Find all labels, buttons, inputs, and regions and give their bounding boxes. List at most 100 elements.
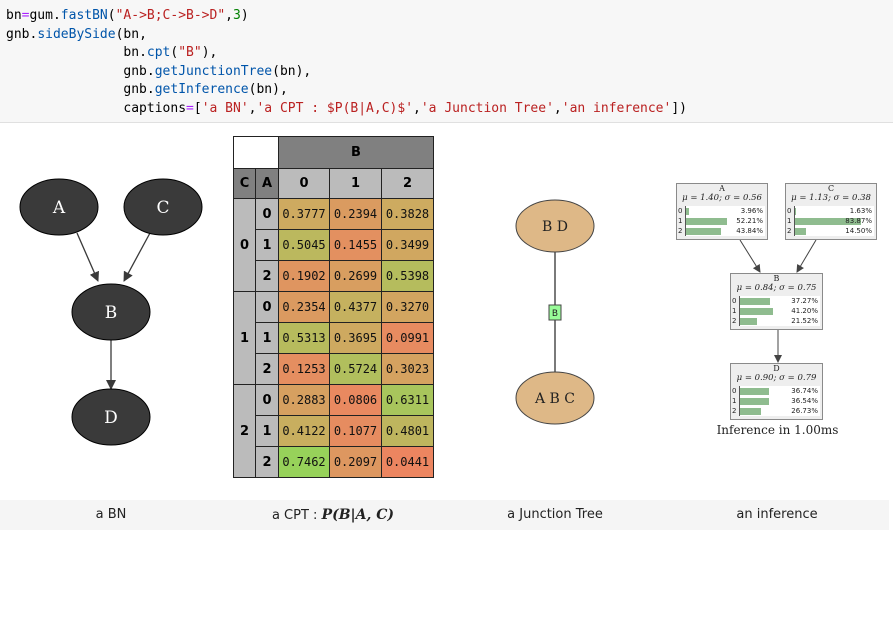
cpt-c-value: 1 <box>233 291 256 385</box>
inference-node-stat: μ = 1.40; σ = 0.56 <box>682 193 762 203</box>
jt-clique-bd[interactable]: B D <box>515 199 595 253</box>
inference-bar-label: 2 <box>678 227 683 235</box>
inference-bar <box>686 217 728 225</box>
code-cell[interactable]: bn=gum.fastBN("A->B;C->B->D",3) gnb.side… <box>0 0 893 123</box>
inference-bar-row: 2 43.84% <box>678 226 765 236</box>
svg-text:B: B <box>105 303 118 323</box>
cpt-target-header: B <box>278 136 434 169</box>
cpt-a-value: 1 <box>255 229 279 261</box>
inference-bar-pct: 41.20% <box>791 307 818 315</box>
cpt-cell: 0.3695 <box>329 322 382 354</box>
inference-bar <box>795 207 797 215</box>
inference-bar <box>795 227 807 235</box>
caption-inference: an inference <box>736 507 818 522</box>
inference-bar-label: 2 <box>732 407 737 415</box>
inf-edge-a-b <box>739 239 761 273</box>
cpt-cell: 0.5045 <box>278 229 330 261</box>
inference-bar <box>740 297 770 305</box>
inference-node-title: D <box>773 364 780 373</box>
edge-c-b <box>123 232 151 282</box>
inference-bar-pct: 21.52% <box>791 317 818 325</box>
cpt-cell: 0.5724 <box>329 353 382 385</box>
svg-text:B D: B D <box>542 219 568 235</box>
inference-bar-pct: 1.63% <box>849 207 872 215</box>
inference-bar-row: 0 37.27% <box>732 296 820 306</box>
inference-node-stat: μ = 0.90; σ = 0.79 <box>736 373 817 383</box>
cpt-cell: 0.4801 <box>381 415 434 447</box>
cpt-cell: 0.3023 <box>381 353 434 385</box>
cpt-cell: 0.2097 <box>329 446 382 478</box>
code-text[interactable]: bn=gum.fastBN("A->B;C->B->D",3) gnb.side… <box>6 8 687 116</box>
cpt-cell: 0.3270 <box>381 291 434 323</box>
inference-bar <box>795 217 862 225</box>
svg-text:C: C <box>156 198 169 218</box>
inference-bar-pct: 3.96% <box>740 207 763 215</box>
cpt-cell: 0.5313 <box>278 322 330 354</box>
inference-bar-label: 0 <box>732 297 737 305</box>
cpt-a-value: 1 <box>255 415 279 447</box>
inference-bar-pct: 43.84% <box>736 227 763 235</box>
inference-bar <box>686 227 721 235</box>
cpt-a-value: 2 <box>255 353 279 385</box>
inference-bar-label: 0 <box>732 387 737 395</box>
cpt-cell: 0.0991 <box>381 322 434 354</box>
inference-bar-pct: 37.27% <box>791 297 818 305</box>
cpt-cell: 0.2354 <box>278 291 330 323</box>
inference-bar <box>740 317 758 325</box>
jt-clique-abc[interactable]: A B C <box>515 371 595 425</box>
cpt-cell: 0.1077 <box>329 415 382 447</box>
cpt-c-value: 2 <box>233 384 256 478</box>
cpt-cell: 0.4377 <box>329 291 382 323</box>
cpt-a-value: 0 <box>255 384 279 416</box>
inference-bar <box>740 407 762 415</box>
bn-node-d[interactable]: D <box>71 388 151 446</box>
inference-bar-label: 0 <box>787 207 792 215</box>
jt-separator-b[interactable]: B <box>548 304 562 321</box>
cpt-a-value: 0 <box>255 198 279 230</box>
caption-bn: a BN <box>95 507 127 522</box>
cpt-cell: 0.6311 <box>381 384 434 416</box>
junction-tree: B D B A B C <box>515 199 595 425</box>
inference-bar-row: 1 41.20% <box>732 306 820 316</box>
bn-node-a[interactable]: A <box>19 178 99 236</box>
inference-bar-row: 0 3.96% <box>678 206 765 216</box>
cpt-parent-header-a: A <box>255 168 279 199</box>
cpt-a-value: 0 <box>255 291 279 323</box>
bn-graph: A C B D <box>19 178 203 446</box>
inference-edges <box>739 239 817 363</box>
inference-bar-label: 1 <box>732 307 737 315</box>
cpt-a-value: 1 <box>255 322 279 354</box>
svg-text:A: A <box>52 198 66 218</box>
bn-node-b[interactable]: B <box>71 283 151 341</box>
cpt-cell: 0.0806 <box>329 384 382 416</box>
cpt-col-header: 1 <box>329 168 382 199</box>
inference-bar-pct: 14.50% <box>845 227 872 235</box>
svg-text:B: B <box>552 309 558 319</box>
inference-node-title: B <box>773 274 780 283</box>
bn-node-c[interactable]: C <box>123 178 203 236</box>
caption-jt: a Junction Tree <box>507 507 603 522</box>
cpt-parent-header-c: C <box>233 168 256 199</box>
inference-bar-label: 0 <box>678 207 683 215</box>
cpt-cell: 0.3499 <box>381 229 434 261</box>
